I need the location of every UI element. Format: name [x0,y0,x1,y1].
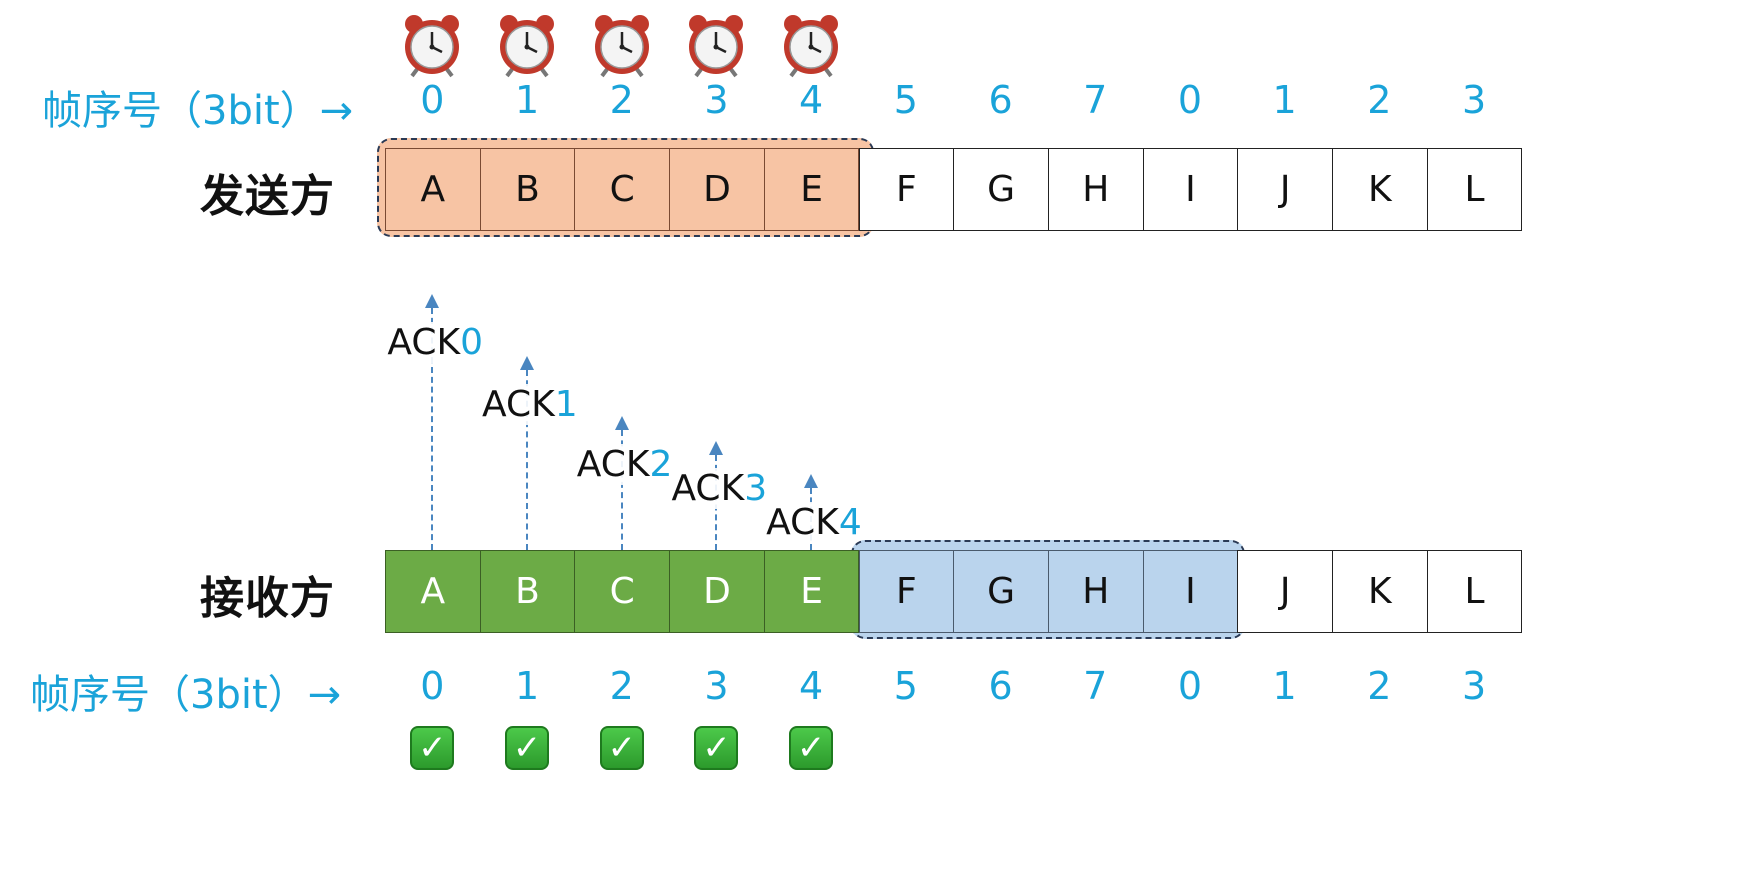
receiver-frame: A [385,550,481,633]
ack-label: ACK0 [387,322,483,363]
receiver-frame: K [1332,550,1428,633]
sender-seq-number: 0 [420,78,445,122]
receiver-frame: D [669,550,765,633]
receiver-seq-number: 2 [1367,664,1392,708]
ack-number: 3 [744,468,768,509]
sender-frame: J [1237,148,1333,231]
ack-label: ACK2 [576,444,673,485]
receiver-frame: B [479,550,576,633]
ack-number: 4 [838,502,862,543]
sender-frame: G [953,148,1049,231]
check-mark-icon: ✓ [599,726,644,770]
ack-arrowhead [425,294,440,308]
sender-seq-number: 5 [893,78,918,122]
sender-seq-number: 3 [704,78,729,122]
check-mark-icon: ✓ [410,726,455,770]
receiver-seq-number: 6 [988,664,1013,708]
ack-label: ACK1 [482,384,578,425]
ack-prefix: ACK [387,322,461,363]
receiver-frame: G [953,550,1049,633]
sender-frame: D [669,148,765,231]
receiver-seq-number: 2 [609,664,634,708]
ack-number: 1 [554,384,578,425]
sender-seq-number: 3 [1461,78,1487,122]
receiver-seq-number: 0 [1177,664,1203,708]
receiver-frame: H [1047,550,1144,633]
receiver-seq-number: 3 [704,664,729,708]
ack-label: ACK3 [671,468,768,509]
receiver-seq-number: 0 [420,664,445,708]
sender-label: 发送方 [200,171,335,222]
alarm-clock-icon [682,10,750,78]
ack-line [620,430,623,550]
ack-arrowhead [614,416,629,430]
sender-seq-number: 4 [799,78,824,122]
ack-prefix: ACK [482,384,555,425]
receiver-seq-number: 1 [1272,664,1297,708]
ack-prefix: ACK [671,468,745,509]
receiver-frame: F [858,550,955,633]
sender-frame: A [385,148,481,231]
check-mark-icon: ✓ [789,726,834,770]
alarm-clock-icon [398,10,466,78]
receiver-seq-number: 3 [1461,664,1487,708]
ack-prefix: ACK [766,502,839,543]
sender-seq-header: 帧序号（3bit）→ [42,88,354,134]
receiver-frame: I [1142,550,1239,633]
sender-frame: C [574,148,671,231]
alarm-clock-icon [493,10,561,78]
sender-seq-number: 2 [609,78,634,122]
ack-line [526,370,529,550]
receiver-frame: E [763,550,860,633]
alarm-clock-icon [777,10,845,78]
sender-frame: F [858,148,955,231]
sender-frame: E [763,148,860,231]
ack-label: ACK4 [766,502,862,543]
sender-seq-number: 1 [1272,78,1297,122]
check-mark-icon: ✓ [694,726,739,770]
receiver-seq-number: 5 [893,664,918,708]
ack-prefix: ACK [576,444,650,485]
check-mark-icon: ✓ [505,726,550,770]
ack-arrowhead [804,474,819,488]
sender-seq-number: 6 [988,78,1013,122]
sender-frame: B [479,148,576,231]
receiver-seq-number: 4 [799,664,824,708]
ack-arrowhead [520,356,535,370]
ack-number: 2 [649,444,673,485]
sender-frame: I [1142,148,1239,231]
sender-frame: L [1426,148,1523,231]
sender-frame: K [1332,148,1428,231]
receiver-seq-header: 帧序号（3bit）→ [30,672,342,718]
alarm-clock-icon [588,10,656,78]
sender-seq-number: 7 [1083,78,1108,122]
sender-seq-number: 0 [1177,78,1203,122]
ack-line [431,308,434,550]
ack-arrowhead [709,441,724,455]
receiver-frame: C [574,550,671,633]
sender-frame: H [1047,148,1144,231]
sender-seq-number: 1 [514,78,540,122]
receiver-label: 接收方 [200,573,335,624]
receiver-frame: J [1237,550,1333,633]
receiver-seq-number: 7 [1083,664,1108,708]
sender-seq-number: 2 [1367,78,1392,122]
ack-number: 0 [460,322,483,363]
receiver-frame: L [1426,550,1523,633]
receiver-seq-number: 1 [514,664,540,708]
